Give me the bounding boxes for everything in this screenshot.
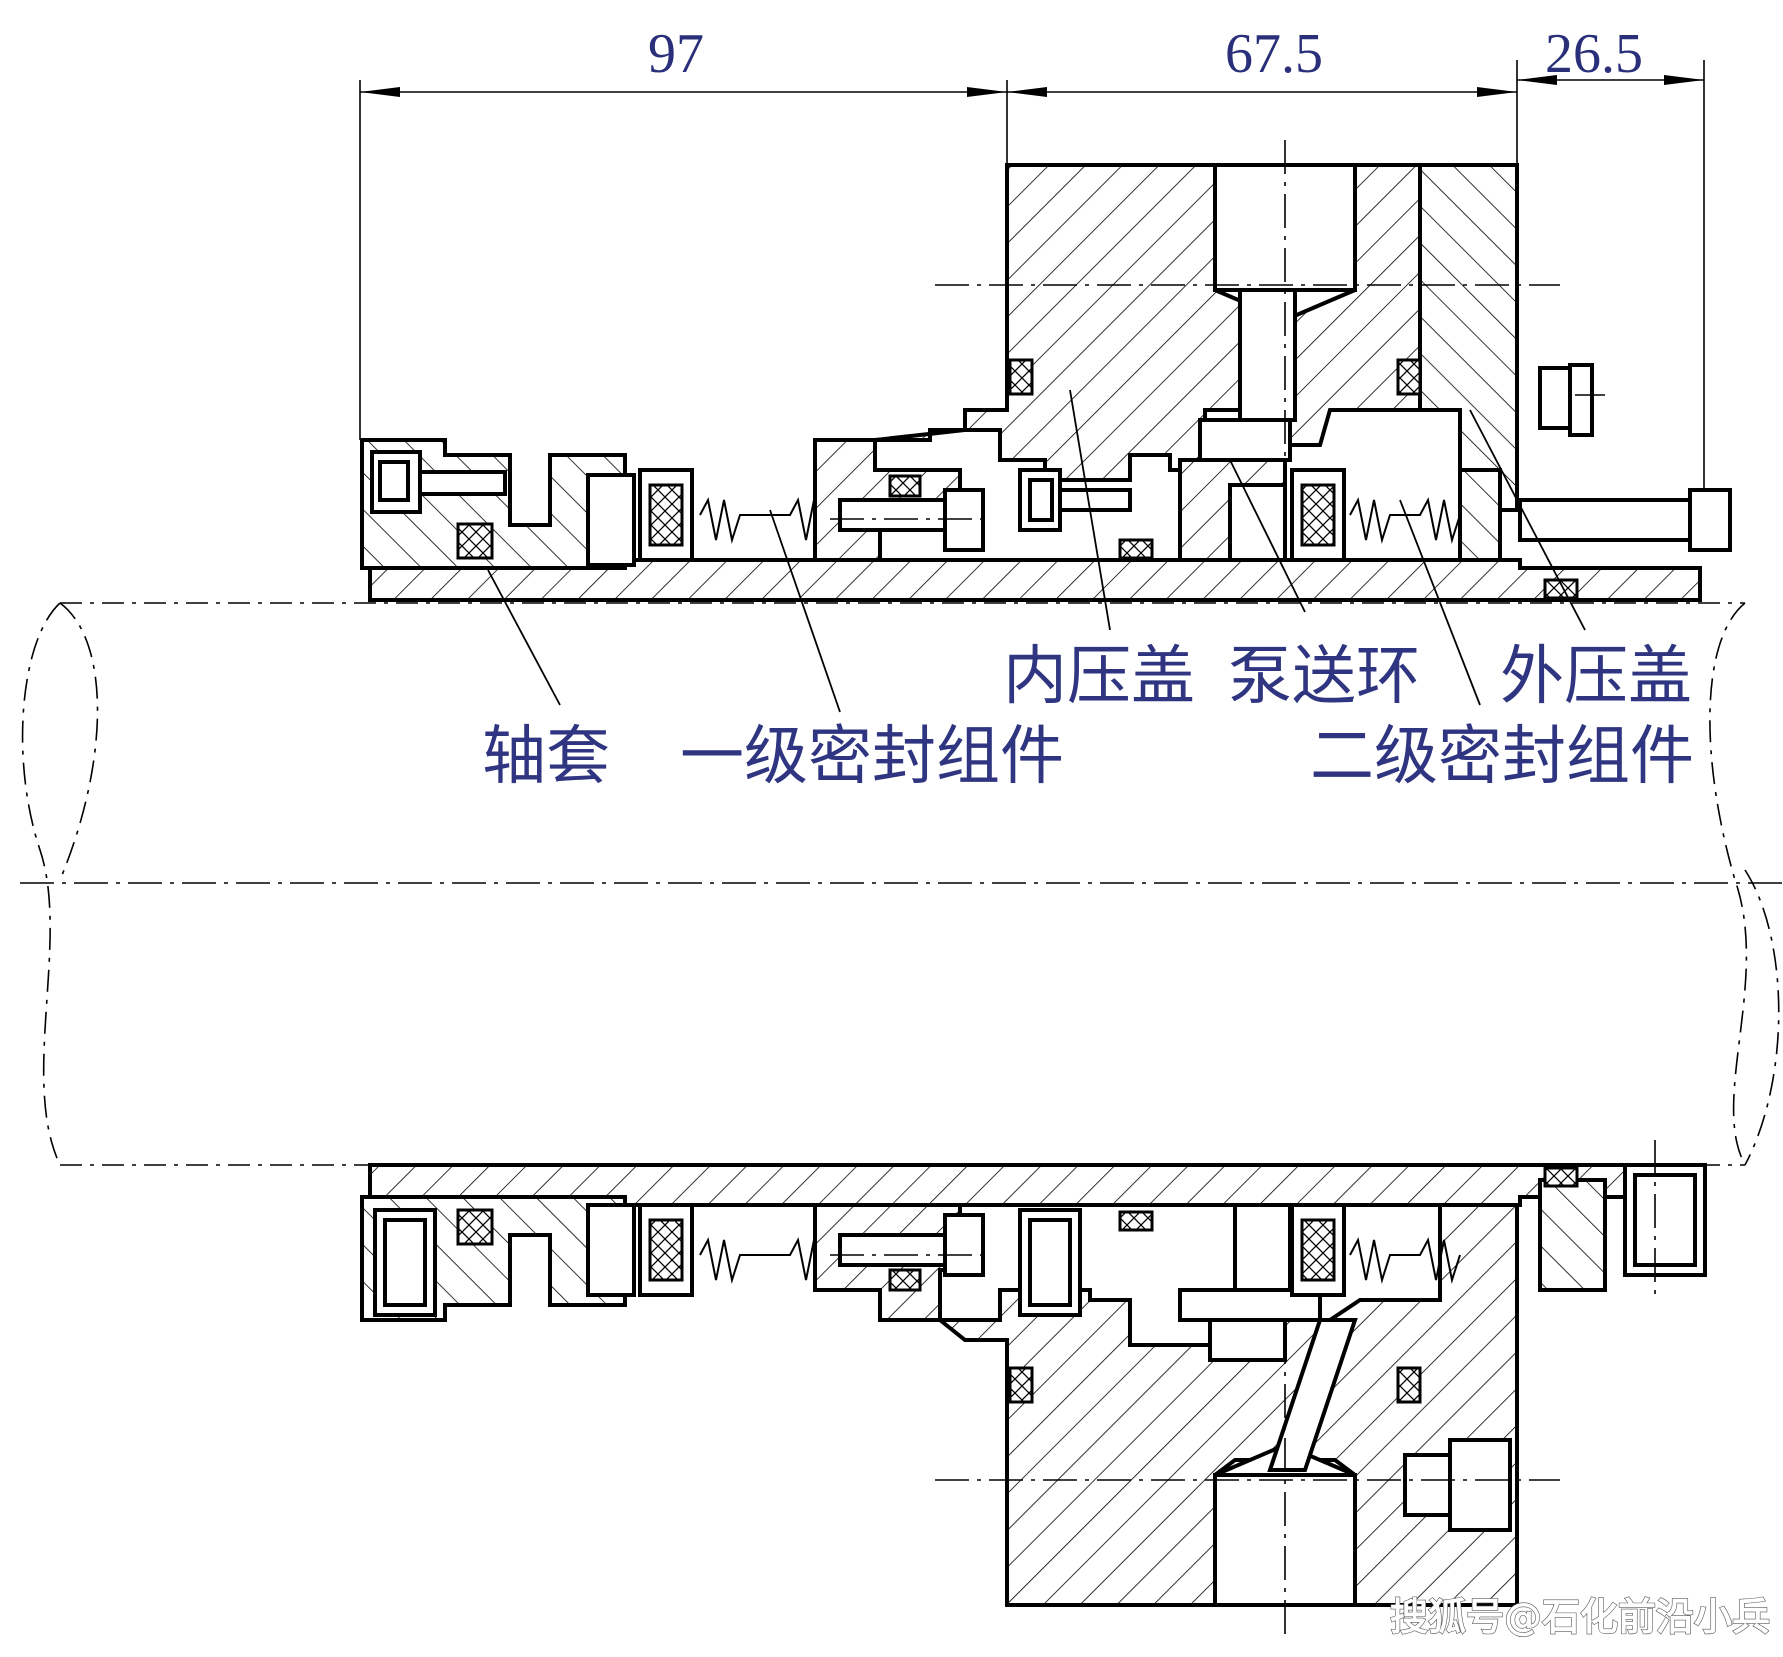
label-outer-gland: 外压盖 bbox=[1500, 640, 1692, 714]
label-pumping-ring: 泵送环 bbox=[1228, 640, 1420, 714]
watermark: 搜狐号@石化前沿小兵 bbox=[1390, 1595, 1770, 1639]
dimension-lines bbox=[359, 60, 1705, 495]
dimension-26-5: 26.5 bbox=[1545, 23, 1643, 85]
label-inner-gland: 内压盖 bbox=[1003, 640, 1195, 714]
leader-lines bbox=[487, 389, 1586, 713]
dimension-97: 97 bbox=[648, 23, 704, 85]
label-secondary-seal: 二级密封组件 bbox=[1310, 720, 1694, 794]
upper-half bbox=[360, 140, 1732, 602]
label-sleeve: 轴套 bbox=[482, 720, 610, 794]
label-primary-seal: 一级密封组件 bbox=[680, 720, 1064, 794]
dimension-67-5: 67.5 bbox=[1225, 23, 1323, 85]
lower-half bbox=[360, 1140, 1707, 1635]
